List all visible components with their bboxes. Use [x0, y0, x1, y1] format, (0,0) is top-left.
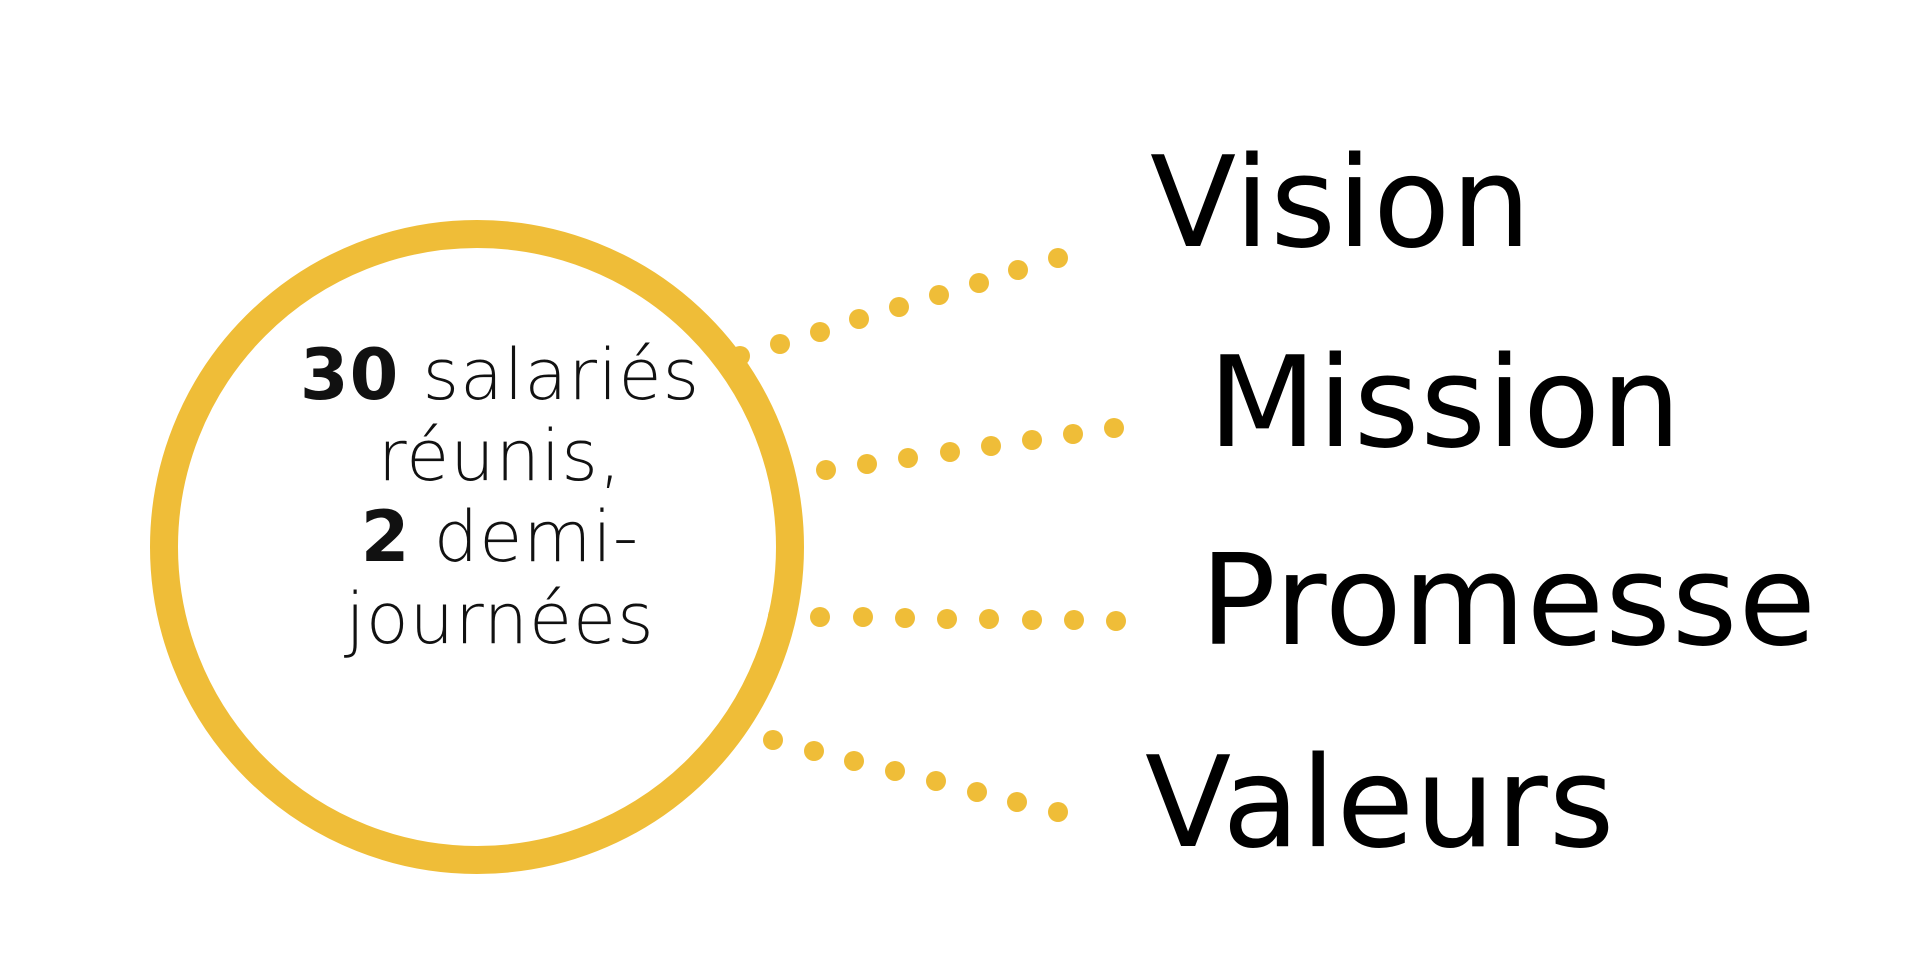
- connector-dot-vision: [849, 309, 870, 330]
- label-vision: Vision: [1150, 129, 1533, 276]
- connector-dot-valeurs: [1048, 802, 1068, 822]
- half-label: demi-: [433, 496, 640, 579]
- connector-dot-mission: [1021, 430, 1042, 450]
- connector-dot-valeurs: [844, 750, 865, 771]
- connector-dot-mission: [898, 448, 919, 468]
- circle-line-3: 2 demi-: [230, 497, 770, 578]
- connector-dot-valeurs: [1007, 791, 1028, 812]
- connector-dot-vision: [730, 346, 750, 366]
- connector-dot-vision: [928, 284, 949, 305]
- connector-dot-vision: [769, 333, 790, 354]
- circle-text: 30 salariés réunis, 2 demi- journées: [230, 334, 770, 660]
- label-promesse: Promesse: [1200, 527, 1817, 674]
- label-mission: Mission: [1208, 329, 1682, 476]
- connector-dot-valeurs: [966, 781, 987, 802]
- connector-dot-promesse: [1063, 610, 1084, 631]
- connector-dot-mission: [775, 466, 795, 486]
- circle-line-2: réunis,: [230, 416, 770, 497]
- connector-dot-valeurs: [762, 730, 783, 751]
- connector-dot-promesse: [852, 607, 873, 628]
- connector-dot-mission: [1062, 424, 1083, 444]
- connector-dot-mission: [939, 442, 960, 462]
- connector-dot-valeurs: [925, 771, 946, 792]
- connector-dot-vision: [1048, 248, 1068, 268]
- connector-dot-mission: [980, 436, 1001, 456]
- label-valeurs: Valeurs: [1145, 729, 1616, 876]
- connector-dot-valeurs: [885, 761, 905, 781]
- connector-dot-promesse: [979, 609, 1000, 630]
- gathered-label: réunis,: [377, 415, 623, 498]
- employees-label: salariés: [422, 334, 701, 416]
- connector-dot-mission: [1104, 418, 1124, 438]
- connector-dot-vision: [889, 297, 909, 317]
- connector-dot-valeurs: [803, 740, 824, 761]
- connector-dot-mission: [857, 454, 878, 474]
- circle-line-1: 30 salariés: [230, 334, 770, 416]
- connector-dot-mission: [816, 460, 837, 480]
- connector-dot-vision: [1008, 260, 1029, 281]
- days-label: journées: [345, 577, 655, 660]
- connector-dot-promesse: [1106, 611, 1126, 631]
- half-day-count: 2: [360, 496, 411, 579]
- connector-dot-promesse: [937, 608, 957, 629]
- connector-dot-promesse: [1021, 609, 1042, 630]
- employee-count: 30: [299, 334, 400, 416]
- connector-dot-promesse: [810, 606, 831, 627]
- connector-dot-vision: [968, 272, 989, 293]
- connector-dot-promesse: [768, 606, 788, 626]
- circle-line-4: journées: [230, 577, 770, 660]
- connector-dot-promesse: [894, 607, 915, 628]
- connector-dot-vision: [809, 321, 830, 342]
- connector-dot-valeurs: [722, 720, 742, 740]
